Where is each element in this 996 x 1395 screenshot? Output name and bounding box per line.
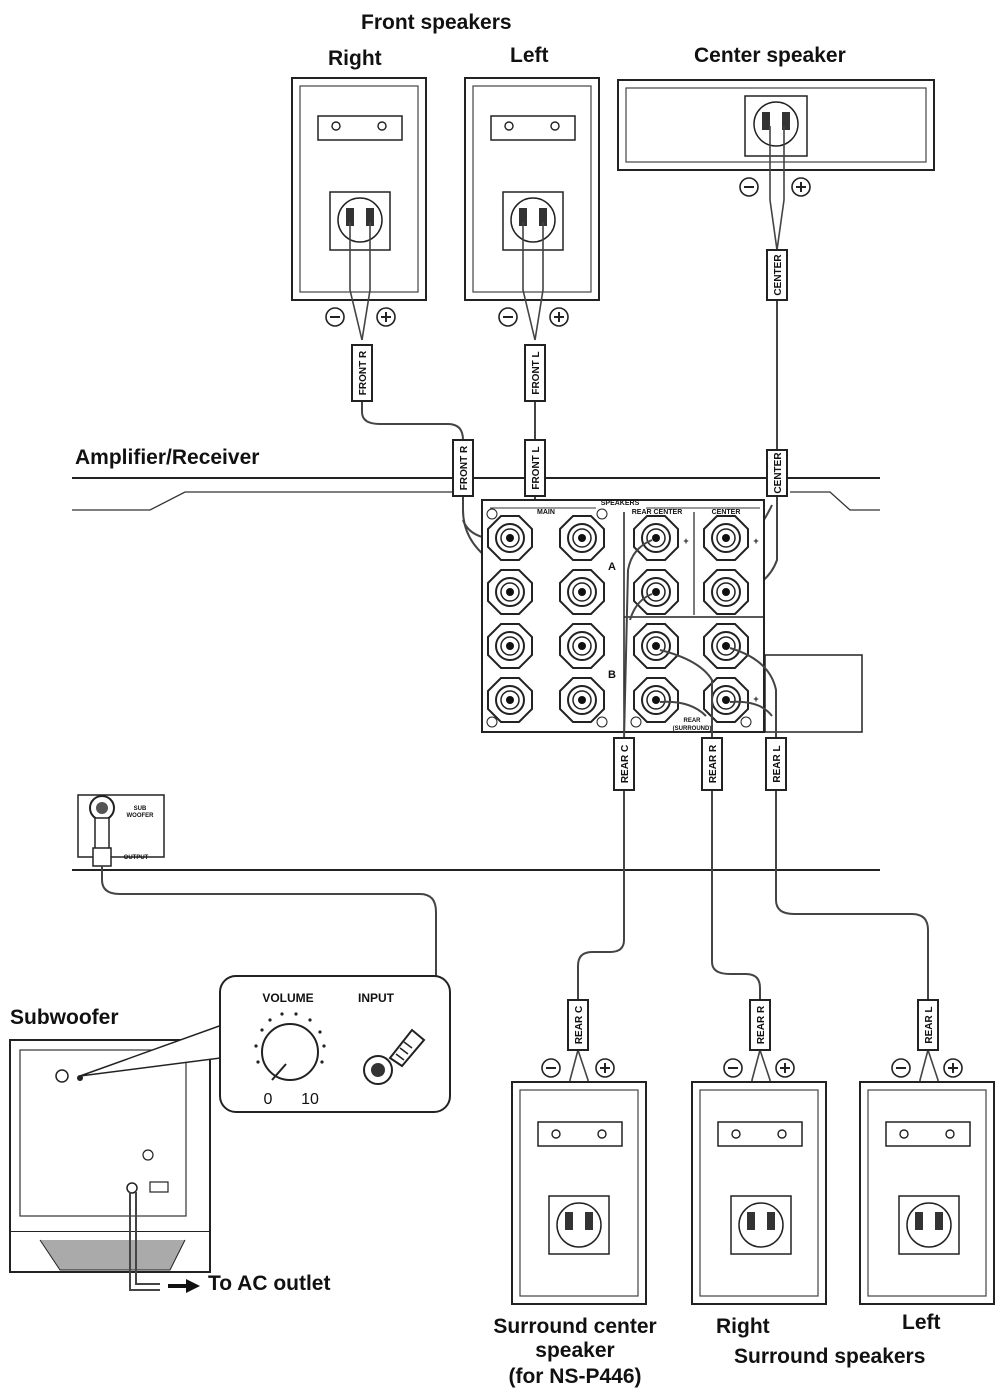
surround-left-speaker [859, 1081, 995, 1305]
sub-woofer-label-1: SUB [134, 806, 147, 812]
polarity-markers-surround [541, 1058, 963, 1078]
tag-front-r-1: FRONT R [358, 350, 369, 395]
center-plus-label: + [753, 536, 758, 546]
tag-front-l-2: FRONT L [531, 446, 542, 489]
tag-front-l-1: FRONT L [531, 351, 542, 394]
speakers-label: SPEAKERS [601, 500, 640, 507]
subwoofer-output-jack: SUB WOOFER OUTPUT [77, 794, 165, 867]
subwoofer-unit [9, 1039, 211, 1293]
speaker-terminal-panel: SPEAKERS MAIN REAR CENTER CENTER A B REA… [481, 499, 863, 733]
sub-woofer-label-2: WOOFER [127, 813, 155, 819]
surround-right-speaker [691, 1081, 827, 1305]
rear-center-label: REAR CENTER [632, 509, 683, 516]
surround-right-label: Right [716, 1315, 770, 1338]
cable-tags-rear: REAR C REAR R REAR L REAR C REAR R REAR … [567, 737, 939, 1051]
surround-speakers-label: Surround speakers [734, 1345, 926, 1368]
rear-center-plus-label: + [683, 536, 688, 546]
surround-center-label-2: speaker [535, 1339, 615, 1362]
main-label: MAIN [537, 509, 555, 516]
tag-front-r-2: FRONT R [459, 445, 470, 490]
volume-min-label: 0 [264, 1091, 273, 1108]
tag-rear-l-1: REAR L [772, 745, 783, 782]
volume-knob-icon [254, 1012, 326, 1081]
subwoofer-callout: VOLUME INPUT 0 10 [79, 975, 451, 1113]
rear-surround-label-2: (SURROUND) [673, 726, 712, 732]
rear-plus-label: + [753, 694, 758, 704]
tag-center-1: CENTER [773, 254, 784, 296]
tag-rear-r-1: REAR R [708, 744, 719, 783]
volume-label: VOLUME [262, 991, 313, 1005]
subwoofer-label: Subwoofer [10, 1006, 119, 1029]
center-speaker-label: Center speaker [694, 44, 846, 67]
front-right-label: Right [328, 47, 382, 70]
center-label: CENTER [712, 509, 741, 516]
input-label: INPUT [358, 991, 395, 1005]
amplifier-receiver-outline [72, 477, 880, 871]
front-right-speaker [291, 77, 427, 301]
cable-tags-receiver: FRONT R FRONT L CENTER FRONT R FRONT L C… [351, 249, 788, 497]
zone-a-label: A [608, 561, 616, 573]
tag-rear-c-2: REAR C [574, 1006, 585, 1044]
tag-rear-c-1: REAR C [620, 745, 631, 783]
front-left-label: Left [510, 44, 549, 67]
output-label: OUTPUT [124, 855, 149, 861]
tag-rear-l-2: REAR L [924, 1006, 935, 1043]
volume-max-label: 10 [301, 1091, 319, 1108]
amplifier-receiver-label: Amplifier/Receiver [75, 446, 260, 469]
center-speaker [617, 79, 935, 171]
tag-rear-r-2: REAR R [756, 1005, 767, 1044]
tag-center-2: CENTER [773, 452, 784, 494]
rear-surround-label-1: REAR [683, 718, 701, 724]
front-left-speaker [464, 77, 600, 301]
zone-b-label: B [608, 669, 616, 681]
surround-left-label: Left [902, 1311, 941, 1334]
to-ac-outlet-label: To AC outlet [208, 1272, 331, 1295]
rca-plug-icon [363, 1028, 426, 1085]
surround-center-speaker [511, 1081, 647, 1305]
ac-plug-arrow-icon [186, 1279, 200, 1293]
front-speakers-title: Front speakers [361, 11, 512, 34]
surround-center-label-3: (for NS-P446) [508, 1365, 642, 1388]
surround-center-label-1: Surround center [493, 1315, 657, 1338]
